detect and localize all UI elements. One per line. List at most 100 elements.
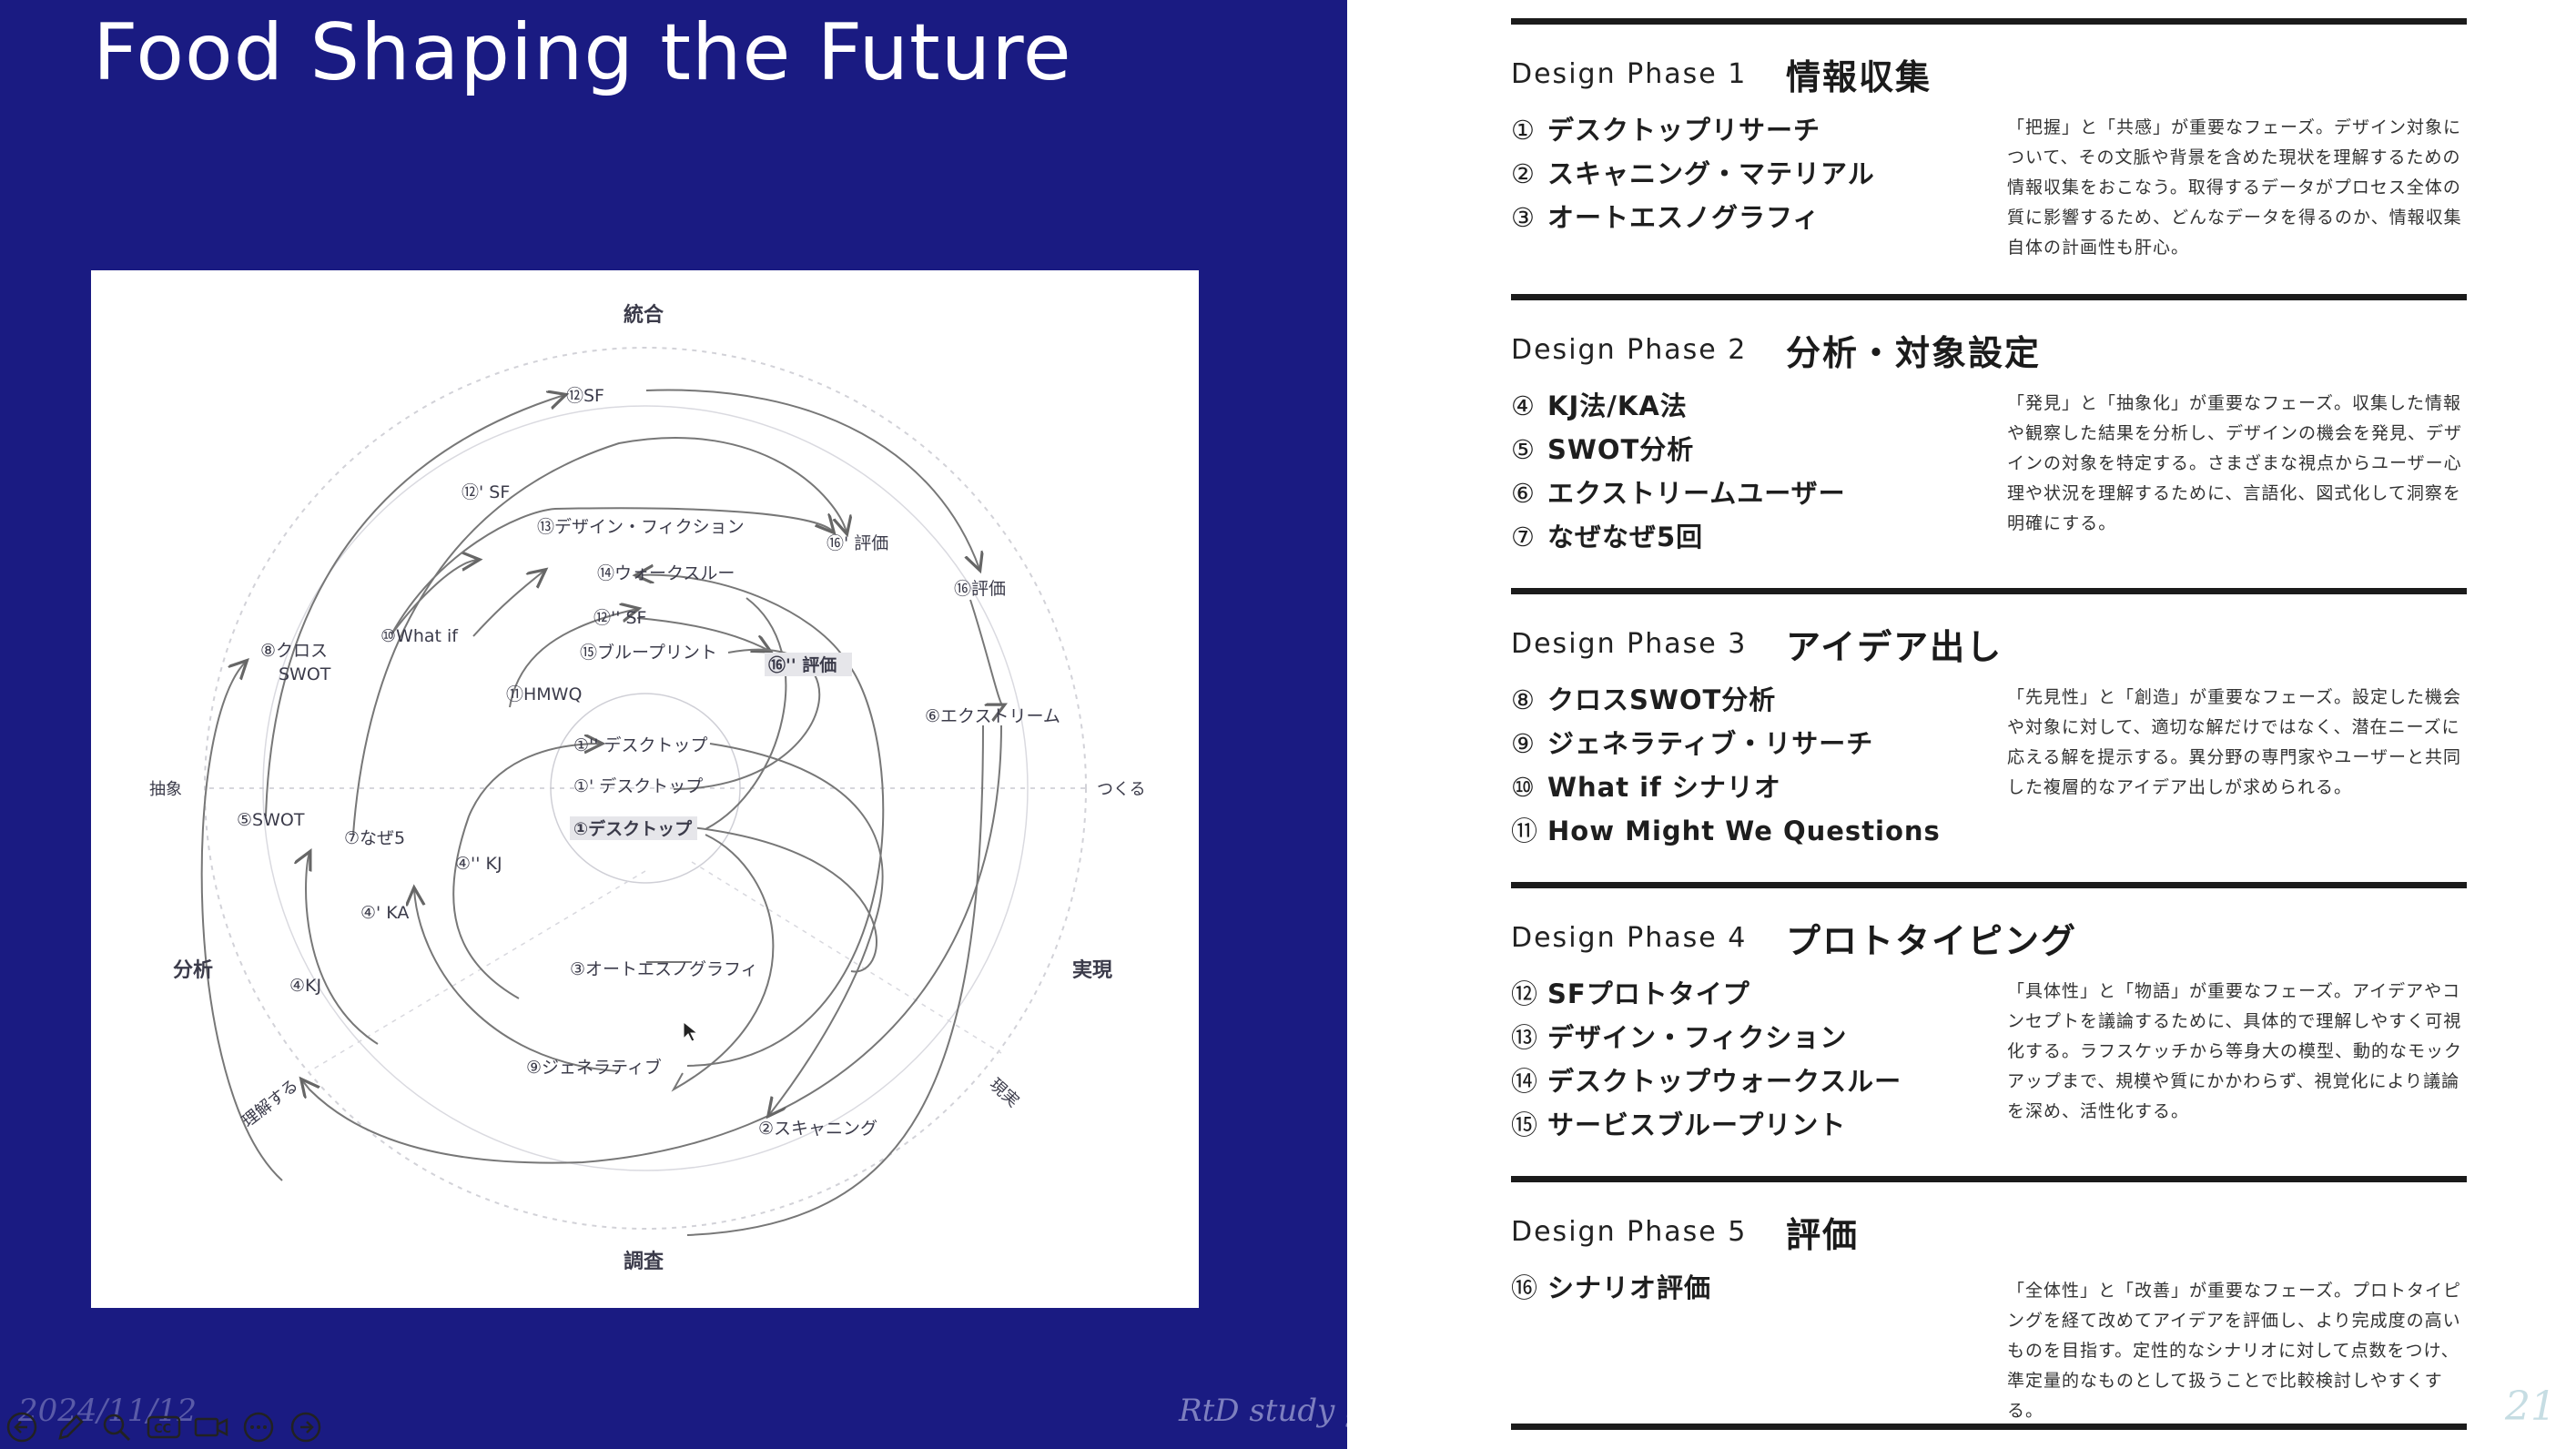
- slide-panel: Food Shaping the Future: [0, 0, 1347, 1449]
- mouse-cursor-icon: [683, 1020, 699, 1042]
- node-ka4p: ④' KA: [360, 903, 409, 923]
- process-arrows: [200, 389, 1003, 1236]
- node-eval16: ⑯評価: [954, 579, 1006, 599]
- forward-icon[interactable]: [288, 1409, 324, 1445]
- axis-label-realize: 実現: [1072, 958, 1112, 982]
- phase-name: 情報収集: [1786, 57, 1932, 97]
- node-walk14: ⑭ウォークスルー: [597, 563, 735, 583]
- node-sf12pp: ⑫'' SF: [593, 608, 646, 628]
- phase-description: 「把握」と「共感」が重要なフェーズ。デザイン対象について、その文脈や背景を含めた…: [2007, 117, 2462, 258]
- phase-divider: [1511, 588, 2467, 594]
- outer-guide-circle: [204, 347, 1087, 1230]
- node-kj4: ④KJ: [289, 976, 321, 996]
- phase-tag: Design Phase 1: [1511, 58, 1748, 90]
- node-generative9: ⑨ジェネラティブ: [526, 1057, 662, 1078]
- phase-description: 「具体性」と「物語」が重要なフェーズ。アイデアやコンセプトを議論するために、具体…: [2007, 981, 2463, 1121]
- phase-description: 「発見」と「抽象化」が重要なフェーズ。収集した情報や観察した結果を分析し、デザイ…: [2007, 393, 2463, 533]
- more-icon[interactable]: [240, 1409, 277, 1445]
- phase-divider: [1511, 294, 2467, 300]
- axis-label-right: つくる: [1097, 780, 1146, 799]
- node-sf12p: ⑫' SF: [461, 482, 510, 502]
- phase-name: プロトタイピング: [1786, 921, 2078, 961]
- axis-label-top: 統合: [624, 303, 664, 327]
- axis-label-analysis: 分析: [173, 959, 213, 982]
- node-eval16p: ⑯' 評価: [827, 533, 888, 553]
- camera-icon[interactable]: [193, 1409, 229, 1445]
- study-group-label: RtD study group: [1179, 1393, 1347, 1429]
- diagram-svg: 統合 調査 抽象 つくる 分析 実現 理解する 現実 ⑫SF ⑫' SF ⑬デザ…: [149, 303, 1146, 1273]
- phase-name: 分析・対象設定: [1786, 333, 2042, 373]
- phase-description: 「全体性」と「改善」が重要なフェーズ。プロトタイピングを経て改めてアイデアを評価…: [2007, 1281, 2462, 1421]
- node-blueprint15: ⑮ブループリント: [580, 642, 717, 663]
- design-process-diagram: 統合 調査 抽象 つくる 分析 実現 理解する 現実 ⑫SF ⑫' SF ⑬デザ…: [91, 270, 1199, 1308]
- diag-axis-right: [691, 861, 1002, 1054]
- phase-divider: [1511, 18, 2467, 25]
- node-sf12: ⑫SF: [566, 386, 604, 406]
- phase-divider: [1511, 1176, 2467, 1182]
- phase-divider-bottom: [1511, 1424, 2467, 1430]
- phase-tag: Design Phase 3: [1511, 628, 1748, 660]
- slide-title: Food Shaping the Future: [93, 7, 1072, 98]
- slide-date: 2024/11/12: [18, 1393, 197, 1429]
- axis-label-reality: 現実: [986, 1075, 1023, 1111]
- captions-icon[interactable]: CC: [146, 1409, 182, 1445]
- phase-tag: Design Phase 5: [1511, 1216, 1748, 1248]
- node-scanning2: ②スキャニング: [758, 1119, 877, 1139]
- phase-tag: Design Phase 4: [1511, 922, 1748, 954]
- node-desk1: ①デスクトップ: [573, 818, 693, 839]
- pen-icon[interactable]: [51, 1409, 87, 1445]
- node-fiction13: ⑬デザイン・フィクション: [537, 517, 745, 537]
- phase-divider: [1511, 882, 2467, 888]
- page-number: 21: [2505, 1383, 2556, 1430]
- zoom-icon[interactable]: [98, 1409, 135, 1445]
- back-icon[interactable]: [4, 1409, 40, 1445]
- node-naze7: ⑦なぜ5: [344, 828, 405, 848]
- node-eval16pp: ⑯'' 評価: [768, 654, 837, 675]
- node-desk1-bg: [570, 816, 697, 840]
- node-desk1pp: ①'' デスクトップ: [573, 735, 708, 755]
- node-hmwq11: ⑪HMWQ: [506, 684, 582, 704]
- phase-name: アイデア出し: [1786, 627, 2003, 667]
- axis-label-bottom: 調査: [624, 1250, 664, 1273]
- svg-text:CC: CC: [154, 1423, 171, 1436]
- node-eval16pp-bg: [765, 653, 852, 676]
- node-ethno3: ③オートエスノグラフィ: [570, 959, 758, 979]
- node-cross8a: ⑧クロス: [260, 641, 328, 661]
- phase-name: 評価: [1786, 1215, 1860, 1255]
- phase-tag: Design Phase 2: [1511, 334, 1748, 366]
- axis-label-left: 抽象: [149, 780, 182, 799]
- presentation-toolbar: CC: [4, 1409, 324, 1445]
- node-kj4pp: ④'' KJ: [455, 854, 502, 874]
- phase-description: 「先見性」と「創造」が重要なフェーズ。設定した機会や対象に対して、適切な解だけで…: [2007, 687, 2462, 797]
- node-whatif10: ⑩What if: [380, 626, 459, 646]
- node-cross8b: SWOT: [279, 664, 331, 684]
- node-extreme6: ⑥エクストリーム: [925, 706, 1060, 726]
